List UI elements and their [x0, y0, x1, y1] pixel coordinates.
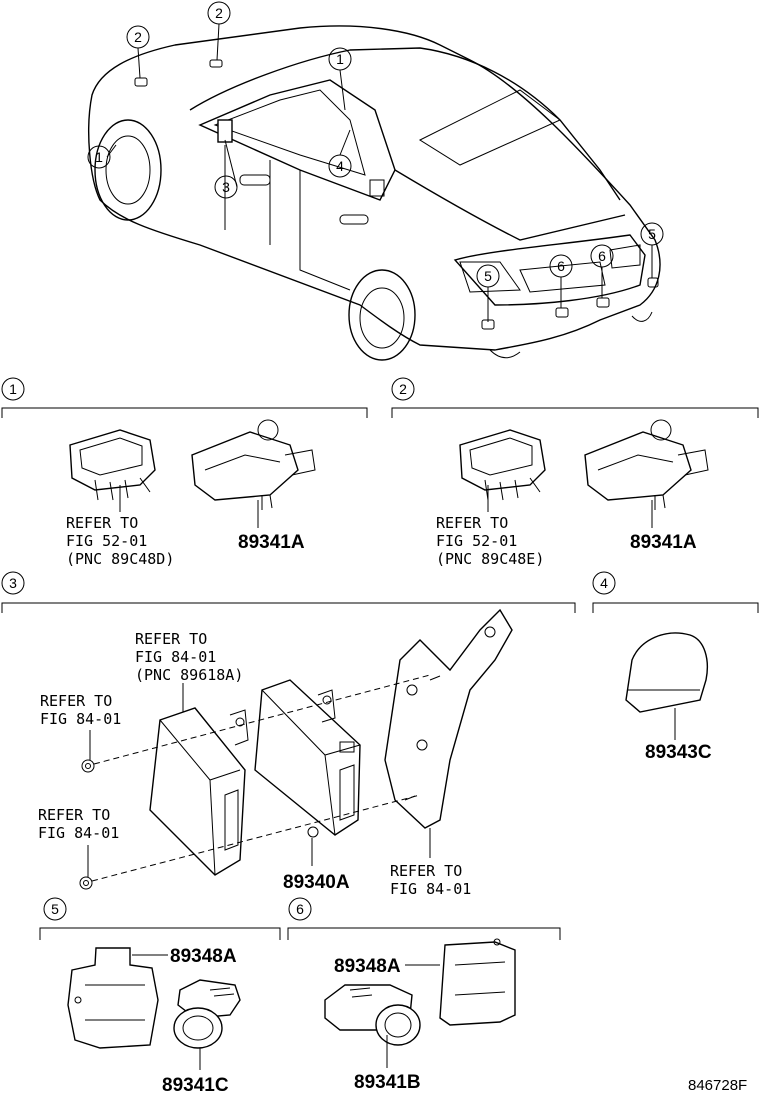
ecu-module-89340a — [254, 679, 361, 838]
sensor-bracket-5 — [67, 947, 159, 1049]
callout-1-front: 1 — [87, 145, 111, 169]
svg-text:6: 6 — [557, 258, 565, 274]
section-5: 5 89348A 89341C — [39, 897, 281, 1096]
callout-6-rear-right: 6 — [590, 244, 614, 268]
section-1: 1 REFER TO FIG 52-01 (PNC 89C48D) 89341A — [1, 377, 368, 568]
svg-text:5: 5 — [51, 901, 59, 917]
figure-id: 846728F — [688, 1077, 747, 1094]
svg-text:6: 6 — [598, 248, 606, 264]
part-label-89341c: 89341C — [162, 1075, 229, 1096]
connector-part-2 — [459, 429, 546, 501]
callout-4: 4 — [328, 154, 352, 178]
svg-text:FIG 84-01: FIG 84-01 — [135, 648, 216, 666]
callout-3: 3 — [214, 175, 238, 199]
svg-text:REFER TO: REFER TO — [135, 630, 207, 648]
part-label-89340a: 89340A — [283, 872, 350, 893]
section-4: 4 89343C — [592, 571, 759, 763]
callout-2-front-right: 2 — [207, 1, 231, 25]
svg-text:1: 1 — [336, 51, 344, 67]
svg-text:2: 2 — [215, 5, 223, 21]
part-label-89341a-s2: 89341A — [630, 532, 697, 553]
svg-text:(PNC 89C48D): (PNC 89C48D) — [66, 550, 174, 568]
nut-lower — [79, 876, 93, 890]
svg-text:5: 5 — [484, 268, 492, 284]
svg-text:FIG 52-01: FIG 52-01 — [436, 532, 517, 550]
svg-text:FIG 84-01: FIG 84-01 — [38, 824, 119, 842]
sensor-part-89341a-1 — [191, 419, 316, 510]
svg-text:(PNC 89C48E): (PNC 89C48E) — [436, 550, 544, 568]
svg-text:2: 2 — [134, 29, 142, 45]
sensor-part-89343c — [625, 632, 708, 713]
svg-text:3: 3 — [222, 179, 230, 195]
svg-text:REFER TO: REFER TO — [40, 692, 112, 710]
sensor-bracket-6 — [439, 938, 516, 1026]
svg-text:2: 2 — [399, 381, 407, 397]
part-label-89348a-s5: 89348A — [170, 946, 237, 967]
svg-text:1: 1 — [95, 149, 103, 165]
callout-1-dash: 1 — [328, 47, 352, 71]
part-label-89341b: 89341B — [354, 1072, 421, 1093]
svg-text:1: 1 — [9, 381, 17, 397]
svg-text:4: 4 — [336, 158, 344, 174]
svg-text:REFER TO: REFER TO — [436, 514, 508, 532]
svg-text:4: 4 — [600, 575, 608, 591]
part-label-89348a-s6: 89348A — [334, 956, 401, 977]
svg-text:REFER TO: REFER TO — [390, 862, 462, 880]
callout-5-rear-right: 5 — [640, 222, 664, 246]
svg-text:FIG 84-01: FIG 84-01 — [40, 710, 121, 728]
car-illustration — [88, 23, 661, 361]
sensor-part-89341a-2 — [584, 419, 709, 510]
part-label-89341a-s1: 89341A — [238, 532, 305, 553]
callout-6-rear-left: 6 — [549, 254, 573, 278]
callout-2-front-left: 2 — [126, 25, 150, 49]
svg-text:3: 3 — [9, 575, 17, 591]
svg-text:5: 5 — [648, 226, 656, 242]
svg-text:REFER TO: REFER TO — [66, 514, 138, 532]
svg-text:(PNC 89618A): (PNC 89618A) — [135, 666, 243, 684]
svg-text:FIG 84-01: FIG 84-01 — [390, 880, 471, 898]
section-3: 3 — [1, 571, 576, 898]
callout-5-rear-left: 5 — [476, 264, 500, 288]
mounting-bracket — [384, 608, 513, 829]
section-6: 6 89348A 89341B — [287, 897, 561, 1093]
section-2: 2 REFER TO FIG 52-01 (PNC 89C48E) 89341A — [391, 377, 759, 568]
svg-text:6: 6 — [296, 901, 304, 917]
ecu-module-left — [149, 707, 249, 876]
svg-text:REFER TO: REFER TO — [38, 806, 110, 824]
part-label-89343c: 89343C — [645, 742, 712, 763]
svg-text:FIG 52-01: FIG 52-01 — [66, 532, 147, 550]
connector-part-1 — [69, 429, 156, 501]
parking-sensor-89341c — [173, 979, 241, 1049]
parking-sensor-89341b — [324, 984, 421, 1046]
nut-upper — [81, 759, 95, 773]
